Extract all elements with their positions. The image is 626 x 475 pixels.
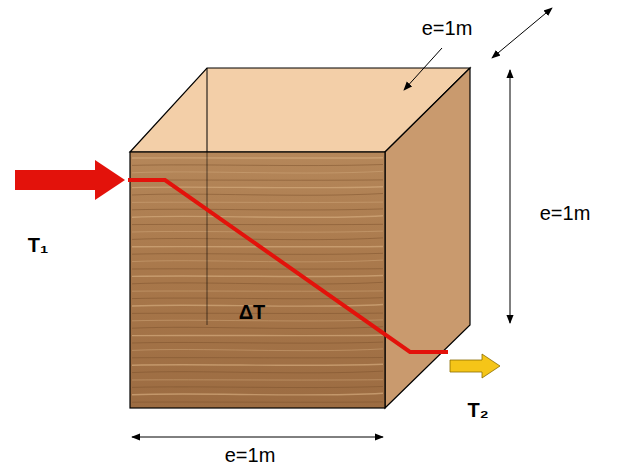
grain-line: [132, 335, 383, 337]
wood-grain: [132, 158, 383, 403]
grain-line: [132, 282, 383, 284]
grain-line: [132, 253, 383, 254]
grain-line: [132, 371, 383, 373]
grain-line: [132, 276, 383, 277]
grain-line: [132, 157, 383, 159]
temperature-profile: [128, 180, 448, 352]
grain-line: [132, 364, 383, 365]
grain-line: [132, 187, 383, 188]
right-face: [385, 68, 470, 408]
width-label: e=1m: [225, 444, 276, 466]
grain-line: [132, 231, 383, 232]
front-face: [130, 152, 385, 408]
height-dimension: [510, 70, 511, 323]
grain-line: [132, 209, 383, 210]
grain-line: [132, 260, 383, 262]
grain-line: [132, 224, 383, 225]
hidden-edge: [207, 152, 208, 325]
grain-line: [132, 216, 383, 218]
grain-line: [132, 238, 383, 240]
grain-line: [132, 202, 383, 203]
grain-line: [132, 179, 383, 180]
grain-line: [132, 393, 383, 395]
heat-in-arrow: [15, 160, 125, 200]
temperature-difference-label: ΔT: [239, 301, 266, 323]
leader-line: [404, 48, 442, 90]
grain-line: [132, 268, 383, 269]
grain-line: [132, 194, 383, 196]
height-label: e=1m: [540, 202, 591, 224]
depth-dimension: [492, 8, 552, 58]
temperature-label: T₂: [467, 399, 488, 421]
grain-line: [132, 342, 383, 343]
temperature-label: T₁: [28, 234, 49, 256]
depth-label: e=1m: [422, 17, 473, 39]
grain-line: [132, 357, 383, 358]
grain-line: [132, 171, 383, 173]
grain-line: [132, 327, 383, 329]
grain-line: [132, 349, 383, 351]
grain-line: [132, 165, 383, 166]
grain-line: [132, 379, 383, 380]
grain-line: [132, 298, 383, 299]
grain-line: [132, 290, 383, 291]
width-dimension: [132, 437, 383, 438]
heat-out-arrow: [450, 354, 500, 378]
grain-line: [132, 401, 383, 402]
grain-line: [132, 387, 383, 388]
hidden-edge: [207, 68, 208, 152]
